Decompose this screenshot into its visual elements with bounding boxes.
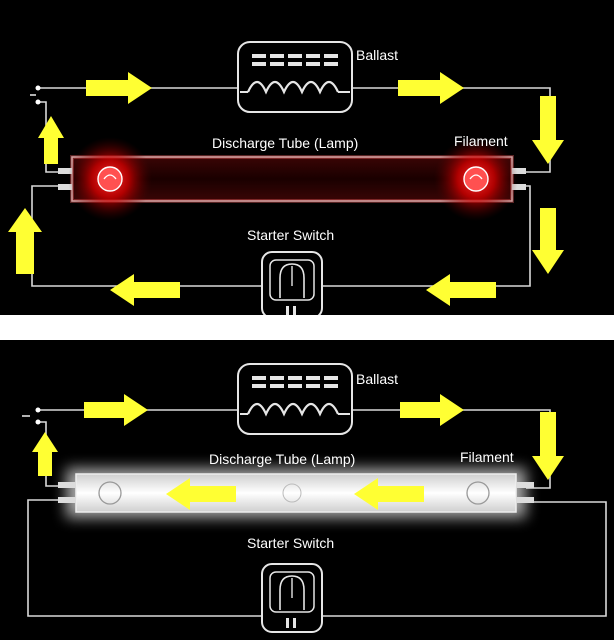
ballast-label: Ballast: [356, 371, 398, 387]
starter-switch: [261, 563, 323, 633]
starter-label: Starter Switch: [247, 227, 334, 243]
arrow-left-icon: [354, 478, 424, 510]
current-arrows: [32, 394, 564, 510]
starter-label: Starter Switch: [247, 535, 334, 551]
power-supply-terminal: [30, 85, 41, 105]
current-arrows: [8, 72, 564, 306]
arrow-down-icon: [532, 412, 564, 480]
tube-label: Discharge Tube (Lamp): [209, 451, 355, 467]
ballast: [237, 41, 353, 113]
arrow-up-icon: [32, 432, 58, 476]
arrow-left-icon: [110, 274, 180, 306]
arrow-right-icon: [86, 72, 152, 104]
ballast: [237, 363, 353, 435]
arrow-left-icon: [166, 478, 236, 510]
arrow-up-icon: [8, 208, 42, 274]
arrow-down-icon: [532, 208, 564, 274]
arrow-down-icon: [532, 96, 564, 164]
circuit-running: Ballast Discharge Tube (Lamp) Filament S…: [22, 363, 607, 633]
starter-switch: [261, 251, 323, 315]
filament-label: Filament: [454, 133, 508, 149]
diagram-preheat: Ballast Discharge Tube (Lamp) Filament S…: [0, 0, 614, 315]
filament-glow-left: [68, 137, 152, 221]
ballast-label: Ballast: [356, 47, 398, 63]
filament-glow-right: [434, 137, 518, 221]
circuit-preheat: Ballast Discharge Tube (Lamp) Filament S…: [8, 41, 564, 315]
discharge-tube: [58, 468, 534, 518]
power-supply-terminal: [22, 407, 41, 425]
filament-label: Filament: [460, 449, 514, 465]
diagram-running: Ballast Discharge Tube (Lamp) Filament S…: [0, 340, 614, 640]
arrow-right-icon: [400, 394, 464, 426]
arrow-left-icon: [426, 274, 496, 306]
arrow-up-icon: [38, 116, 64, 164]
arrow-right-icon: [84, 394, 148, 426]
arrow-right-icon: [398, 72, 464, 104]
tube-label: Discharge Tube (Lamp): [212, 135, 358, 151]
